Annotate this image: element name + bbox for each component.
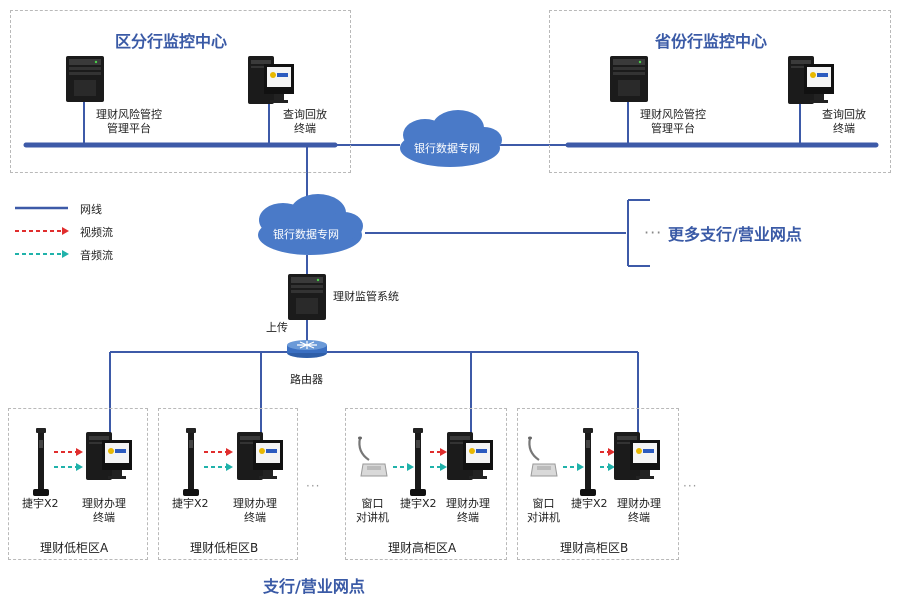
district-monitor-center-title: 区分行监控中心 [115,32,228,51]
bank-network-cloud-middle [258,194,363,255]
bank-network-cloud-top-label: 银行数据专网 [414,142,480,155]
query-terminal-label-right: 查询回放 终端 [822,108,866,135]
finance-terminal-label: 理财办理 终端 [82,497,126,524]
upload-label: 上传 [266,321,288,334]
zone-name-label: 理财高柜区B [560,541,629,555]
zone-box-1 [8,408,148,560]
branch-outlet-title: 支行/营业网点 [263,577,365,596]
jieyu-x2-label: 捷宇X2 [172,497,209,510]
window-intercom-label: 窗口 对讲机 [527,497,560,524]
zone-box-3 [345,408,507,560]
supervision-system-label: 理财监管系统 [333,290,399,303]
risk-platform-label-right: 理财风险管控 管理平台 [640,108,706,135]
legend-audio-label: 音频流 [80,249,113,262]
province-monitor-center-box [549,10,891,173]
finance-terminal-label: 理财办理 终端 [446,497,490,524]
jieyu-x2-label: 捷宇X2 [400,497,437,510]
finance-terminal-label: 理财办理 终端 [233,497,277,524]
finance-terminal-label: 理财办理 终端 [617,497,661,524]
legend-video-arrow-icon [62,227,69,235]
router-icon [286,339,328,359]
province-monitor-center-title: 省份行监控中心 [655,32,768,51]
supervision-server-icon [288,274,326,320]
query-terminal-label: 查询回放 终端 [283,108,327,135]
zone-box-2 [158,408,298,560]
bank-network-cloud-middle-label: 银行数据专网 [273,228,339,241]
risk-platform-label: 理财风险管控 管理平台 [96,108,162,135]
zone-name-label: 理财低柜区B [190,541,259,555]
legend-video-label: 视频流 [80,226,113,239]
legend-network-label: 网线 [80,203,102,216]
zone-box-4 [517,408,679,560]
district-monitor-center-box [10,10,351,173]
window-intercom-label: 窗口 对讲机 [356,497,389,524]
jieyu-x2-label: 捷宇X2 [22,497,59,510]
legend-audio-arrow-icon [62,250,69,258]
more-branches-label: 更多支行/营业网点 [668,225,802,244]
zone-more-dots: ··· [683,479,698,493]
zone-name-label: 理财高柜区A [388,541,457,555]
zone-name-label: 理财低柜区A [40,541,109,555]
zone-more-dots: ··· [306,479,321,493]
bank-network-cloud-top [400,110,502,167]
jieyu-x2-label: 捷宇X2 [571,497,608,510]
more-branches-dots: ··· [644,223,663,242]
router-label: 路由器 [290,373,323,386]
